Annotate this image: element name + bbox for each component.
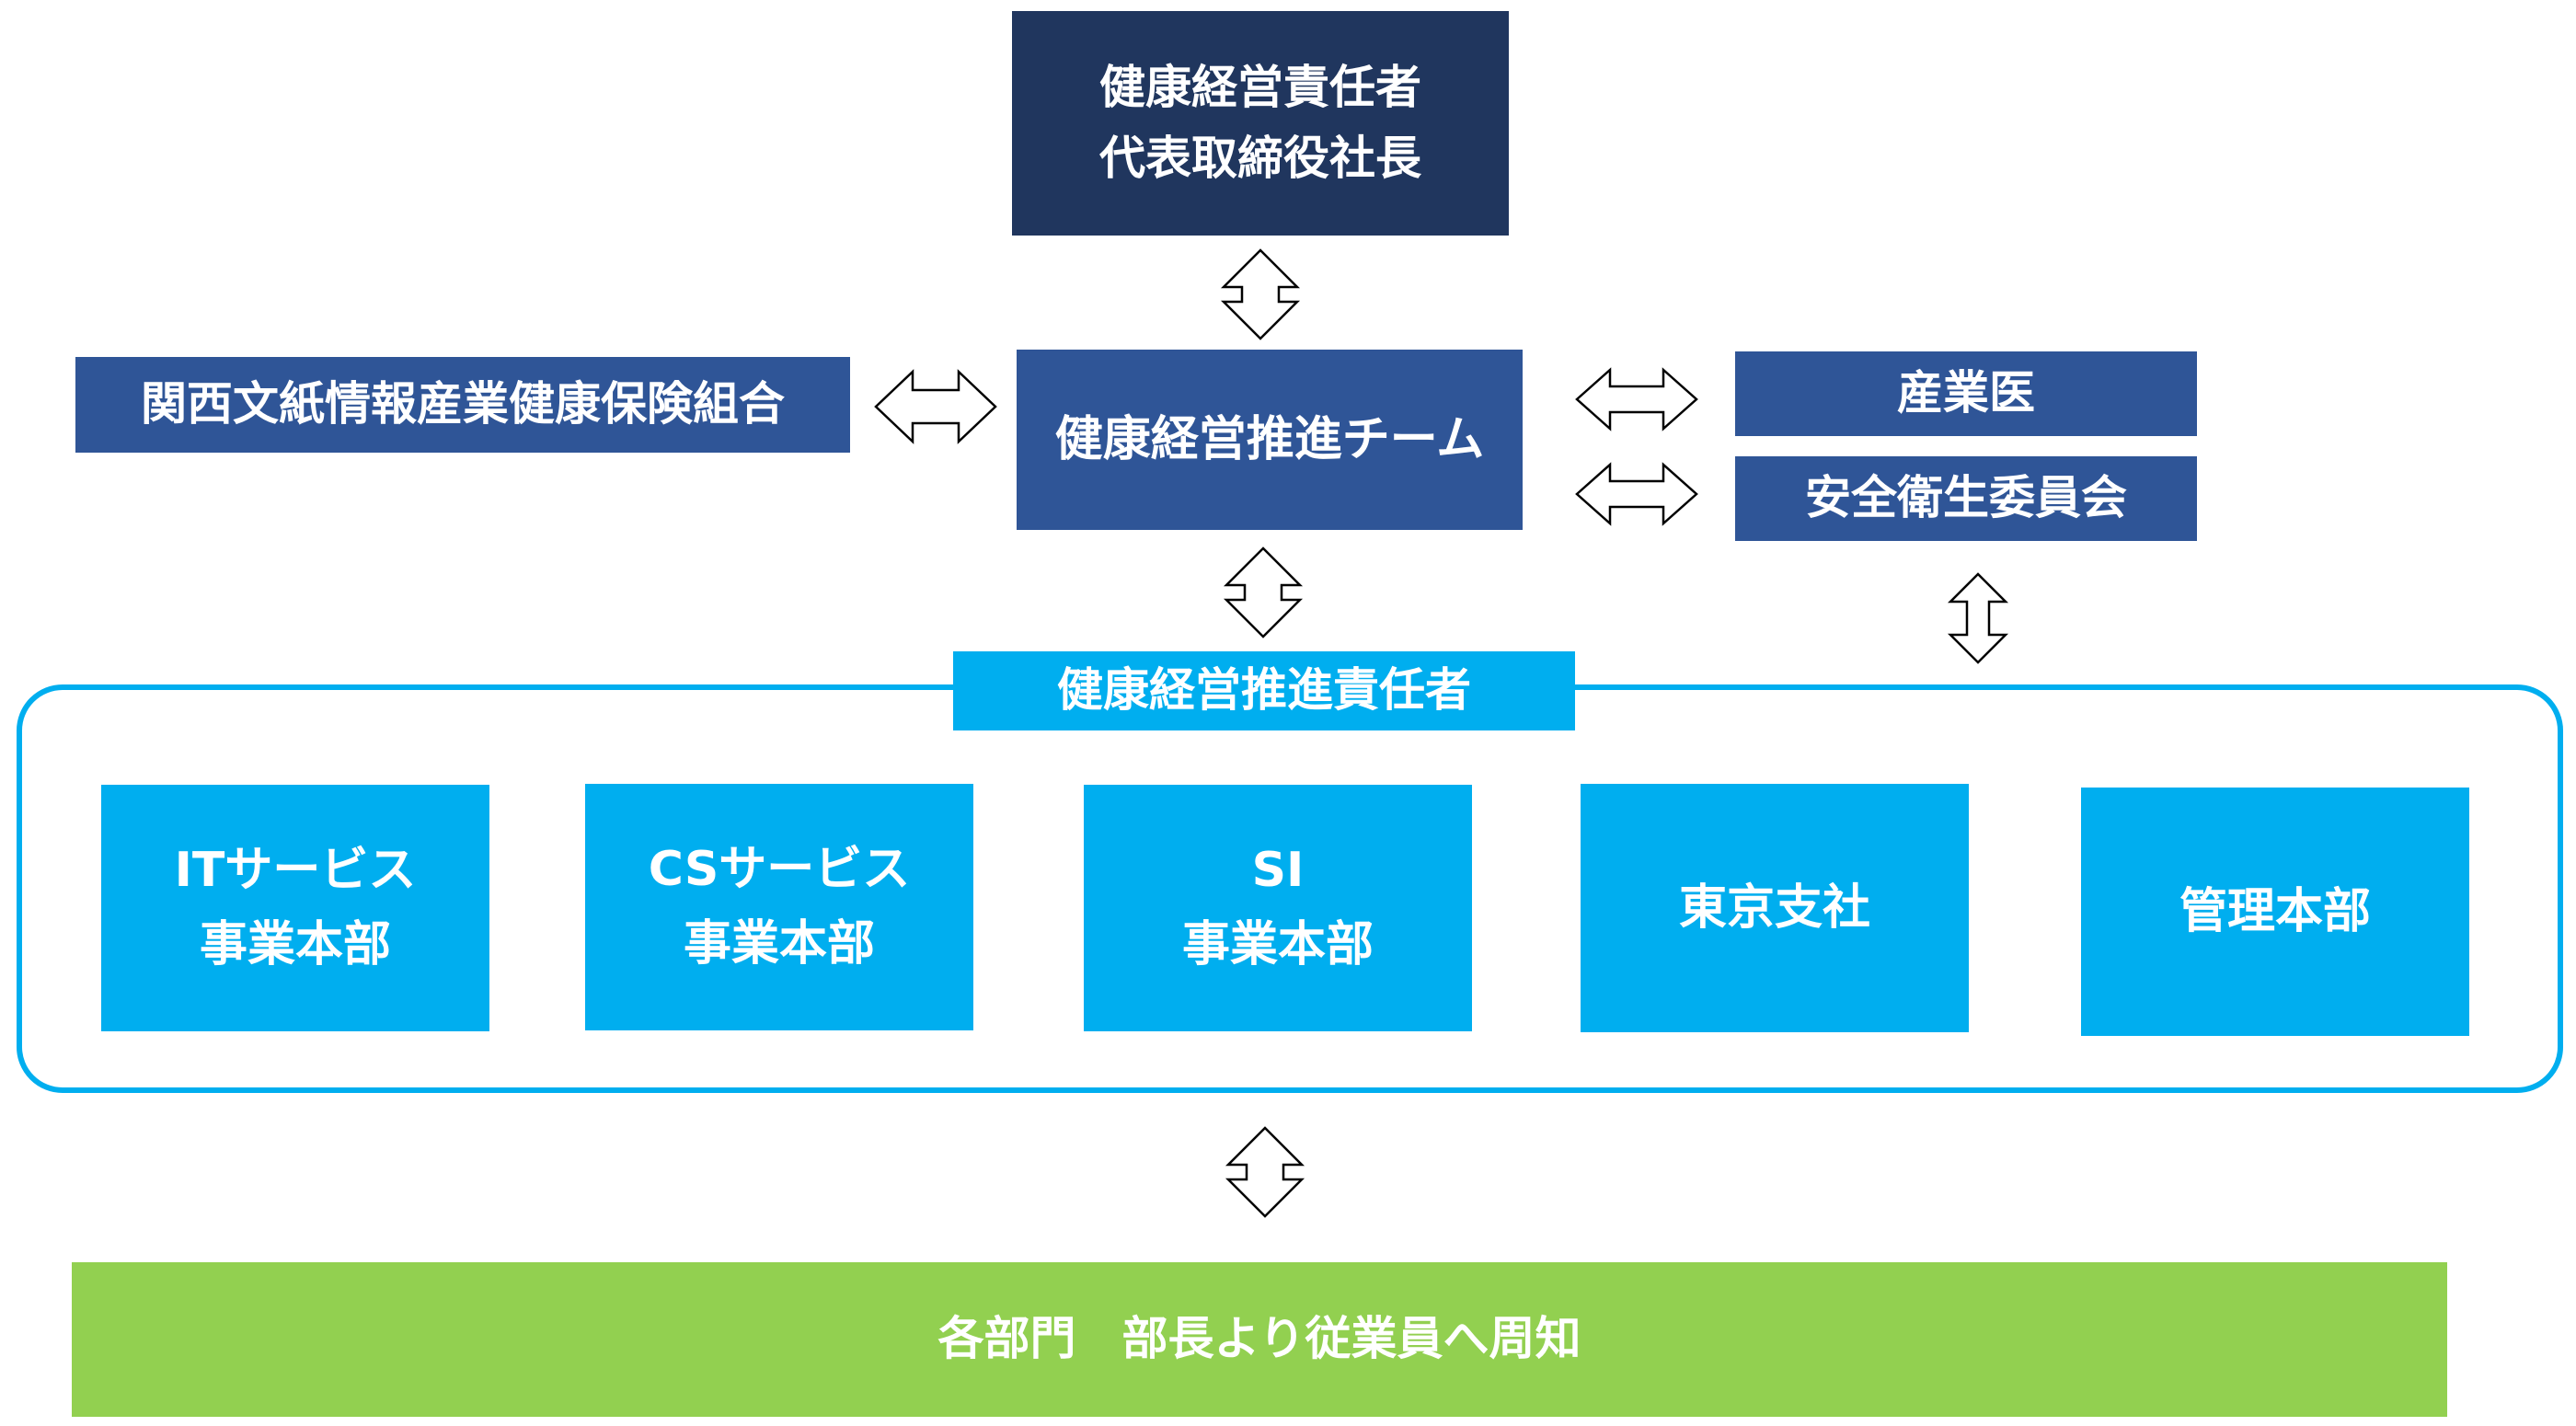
partner-box: 関西文紙情報産業健康保険組合 (75, 357, 850, 453)
promotion-team-label: 健康経営推進チーム (1054, 411, 1485, 467)
department-box-it-services: ITサービス 事業本部 (101, 785, 489, 1031)
department-suffix: 事業本部 (1181, 917, 1374, 972)
department-name: 管理本部 (2179, 883, 2371, 939)
safety-committee-box: 安全衛生委員会 (1735, 456, 2197, 541)
department-suffix: 事業本部 (199, 917, 391, 972)
partner-label: 関西文紙情報産業健康保険組合 (141, 377, 785, 431)
department-box-administration: 管理本部 (2081, 788, 2469, 1036)
top-executive-role: 健康経営責任者 (1099, 60, 1421, 114)
promotion-team-box: 健康経営推進チーム (1017, 350, 1523, 530)
arrow-team-to-doctor (1575, 367, 1698, 431)
top-executive-title: 代表取締役社長 (1099, 132, 1421, 185)
department-name: SI (1251, 843, 1305, 899)
notification-label: 各部門 部長より従業員へ周知 (937, 1312, 1581, 1366)
frame-label-box: 健康経営推進責任者 (953, 651, 1575, 730)
department-box-tokyo-branch: 東京支社 (1581, 784, 1969, 1032)
arrow-right-to-frame (1947, 572, 2009, 664)
arrow-team-to-frame (1223, 546, 1304, 638)
safety-committee-label: 安全衛生委員会 (1805, 471, 2127, 525)
arrow-team-to-committee (1575, 462, 1698, 526)
department-box-si: SI 事業本部 (1084, 785, 1472, 1031)
industrial-physician-label: 産業医 (1897, 366, 2035, 420)
department-name: ITサービス (174, 843, 417, 899)
top-executive-box: 健康経営責任者 代表取締役社長 (1012, 11, 1509, 236)
department-suffix: 事業本部 (683, 916, 875, 972)
department-name: 東京支社 (1678, 880, 1870, 936)
department-box-cs-services: CSサービス 事業本部 (585, 784, 973, 1030)
notification-bar: 各部門 部長より従業員へ周知 (72, 1262, 2447, 1417)
frame-label: 健康経営推進責任者 (1057, 663, 1471, 718)
department-name: CSサービス (648, 842, 911, 898)
industrial-physician-box: 産業医 (1735, 351, 2197, 436)
arrow-partner-to-team (874, 369, 997, 444)
arrow-frame-to-bottom (1225, 1126, 1305, 1218)
arrow-top-to-team (1220, 248, 1301, 340)
